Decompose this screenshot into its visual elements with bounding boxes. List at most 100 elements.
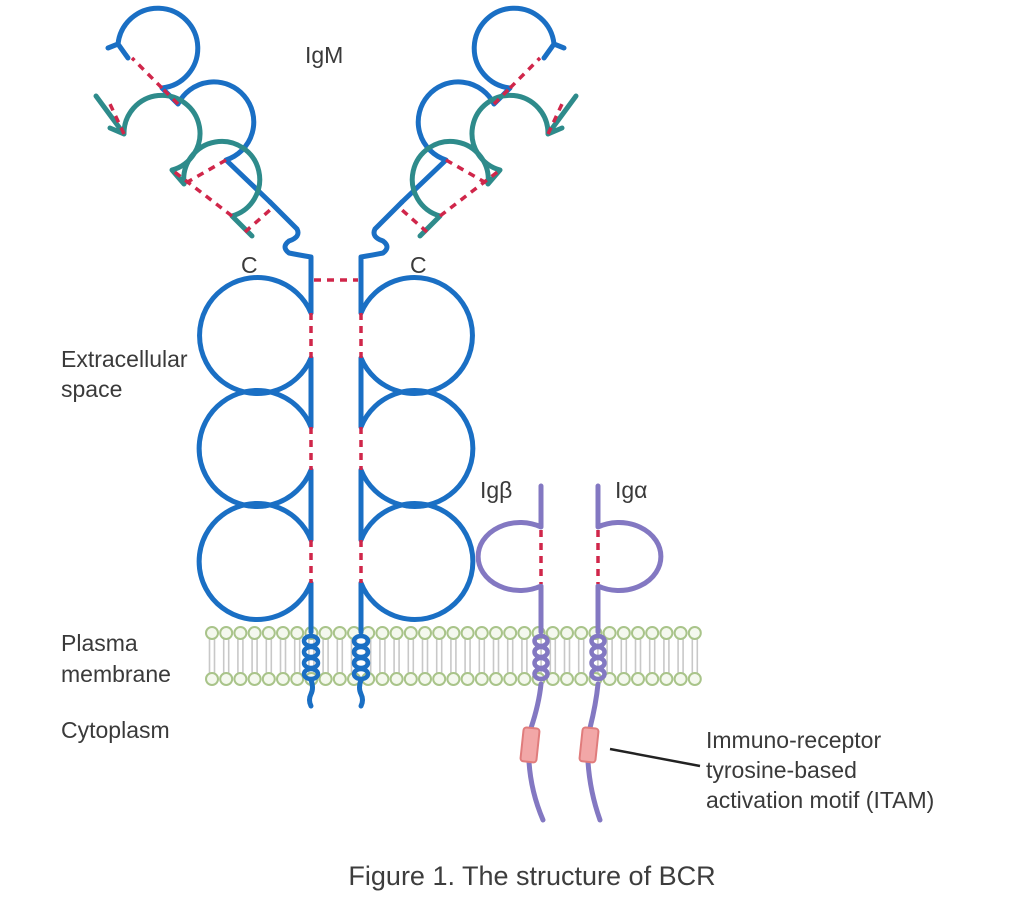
lipid-head <box>389 626 404 640</box>
disulfide-bond-domain <box>546 103 564 135</box>
lipid-head <box>261 672 276 686</box>
disulfide-bond-domain <box>492 86 512 106</box>
lipid-head <box>645 672 660 686</box>
lipid-head <box>219 672 234 686</box>
lipid-head <box>645 626 660 640</box>
label-ig-alpha: Igα <box>615 477 647 503</box>
lipid-head <box>446 672 461 686</box>
receptor-chains <box>93 5 701 823</box>
lipid-head <box>432 672 447 686</box>
lipid-head <box>276 626 290 640</box>
transmembrane-helix-coil <box>351 655 371 671</box>
lipid-head <box>290 672 305 686</box>
transmembrane-helix-coil <box>589 666 607 682</box>
lipid-head <box>574 626 589 640</box>
lipid-head <box>318 626 333 640</box>
plasma-membrane-bilayer <box>205 626 702 686</box>
label-ig-beta: Igβ <box>480 477 512 503</box>
disulfide-bond-domain <box>508 56 542 90</box>
lipid-head <box>602 626 617 640</box>
lipid-head <box>503 626 518 640</box>
lipid-head <box>673 626 688 640</box>
lipid-head <box>318 672 333 686</box>
label-c-terminus-left: C <box>241 252 258 278</box>
light-chain <box>93 92 263 239</box>
itam-leader-line <box>609 747 701 768</box>
label-plasma-line1: Plasma <box>61 630 138 656</box>
heavy-chain-right-hinge <box>358 199 405 273</box>
lipid-head <box>418 672 432 686</box>
lipid-head <box>432 626 447 640</box>
fab-arm-right <box>399 5 579 239</box>
lipid-head <box>446 626 461 640</box>
heavy-chain-right-stem <box>358 267 476 635</box>
lipid-head <box>687 672 702 686</box>
label-extracellular-line1: Extracellular <box>61 346 188 372</box>
label-itam-line2: tyrosine-based <box>706 757 857 783</box>
lipid-head <box>247 626 262 640</box>
lipid-head <box>631 626 645 640</box>
lipid-head <box>219 626 234 640</box>
lipid-head <box>687 626 702 640</box>
transmembrane-helix-coil <box>351 633 371 649</box>
lipid-head <box>560 626 574 640</box>
cytoplasmic-tail <box>357 677 365 709</box>
lipid-head <box>659 672 674 686</box>
label-cytoplasm: Cytoplasm <box>61 717 170 743</box>
lipid-head <box>247 672 262 686</box>
lipid-head <box>489 626 503 640</box>
lipid-head <box>631 672 645 686</box>
disulfide-bond-domain <box>130 56 164 90</box>
lipid-head <box>375 672 390 686</box>
transmembrane-helix-coil <box>301 644 321 660</box>
lipid-head <box>205 626 219 640</box>
lipid-head <box>205 672 219 686</box>
itam-motif <box>578 726 600 764</box>
lipid-head <box>261 626 276 640</box>
lipid-head <box>233 672 248 686</box>
lipid-head <box>489 672 503 686</box>
itam-motif <box>519 726 541 764</box>
lipid-head <box>418 626 432 640</box>
disulfide-bond-heavy-light <box>400 208 429 234</box>
lipid-head <box>332 626 347 640</box>
lipid-head <box>616 672 631 686</box>
label-itam-line1: Immuno-receptor <box>706 727 881 753</box>
fab-arm-left <box>93 5 273 239</box>
lipid-head <box>616 626 631 640</box>
label-plasma-line2: membrane <box>61 661 171 687</box>
heavy-chain-left-stem <box>196 267 314 635</box>
lipid-head <box>375 626 390 640</box>
disulfide-bond-heavy-light <box>243 208 272 234</box>
lipid-head <box>517 672 532 686</box>
lipid-head <box>673 672 688 686</box>
lipid-head <box>517 626 532 640</box>
disulfide-bond-domain <box>445 158 489 186</box>
transmembrane-helix-coil <box>301 655 321 671</box>
lipid-head <box>233 626 248 640</box>
figure-caption: Figure 1. The structure of BCR <box>348 861 715 891</box>
disulfide-bond-domain <box>160 86 180 106</box>
transmembrane-helix-coil <box>532 666 550 682</box>
transmembrane-helix-coil <box>351 644 371 660</box>
lipid-head <box>574 672 589 686</box>
lipid-head <box>503 672 518 686</box>
label-igm: IgM <box>305 42 343 68</box>
lipid-head <box>389 672 404 686</box>
lipid-head <box>460 672 475 686</box>
label-extracellular-line2: space <box>61 376 122 402</box>
transmembrane-helix-coil <box>301 633 321 649</box>
disulfide-bond-domain <box>108 103 126 135</box>
lipid-head <box>290 626 305 640</box>
disulfide-bond-domain <box>183 158 227 186</box>
light-chain <box>409 92 579 239</box>
lipid-head <box>403 626 418 640</box>
lipid-head <box>560 672 574 686</box>
ig-beta-chain <box>475 483 544 635</box>
lipid-head <box>332 672 347 686</box>
lipid-head <box>460 626 475 640</box>
lipid-head <box>276 672 290 686</box>
ig-alpha-chain <box>595 483 664 635</box>
lipid-head <box>474 626 489 640</box>
